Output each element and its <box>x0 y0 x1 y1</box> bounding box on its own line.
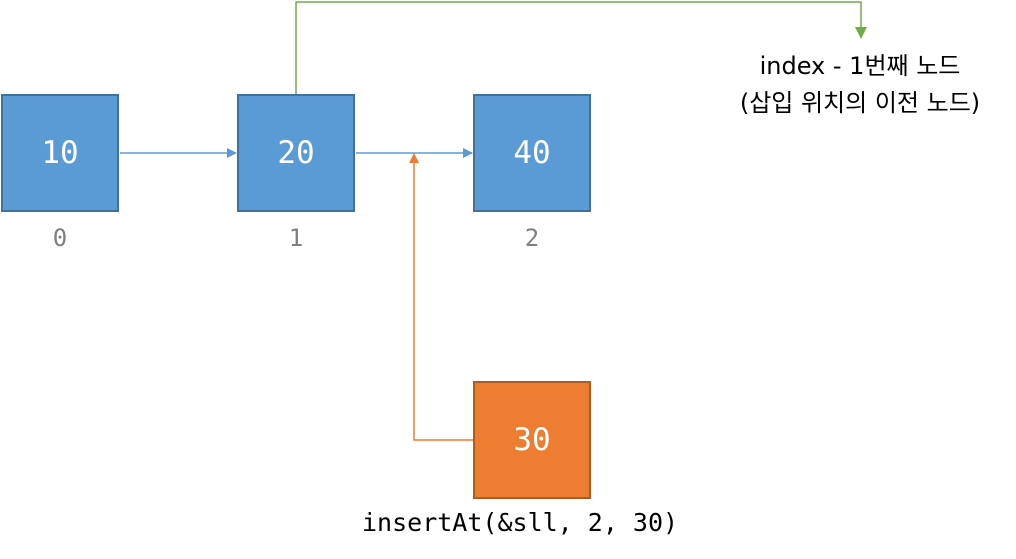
function-call-label: insertAt(&sll, 2, 30) <box>362 508 679 537</box>
list-node-1: 10 <box>1 94 119 212</box>
annotation-arrow <box>295 1 867 94</box>
node-index-label: 1 <box>288 224 304 252</box>
insert-arrow <box>409 153 473 441</box>
annotation-text: index - 1번째 노드 (삽입 위치의 이전 노드) <box>700 48 1016 122</box>
node-index-label: 2 <box>524 224 540 252</box>
list-node-2: 20 <box>237 94 355 212</box>
annotation-line-1: index - 1번째 노드 <box>759 52 961 80</box>
annotation-line-2: (삽입 위치의 이전 노드) <box>739 89 981 117</box>
list-node-3: 40 <box>473 94 591 212</box>
new-node: 30 <box>473 381 591 499</box>
node-index-label: 0 <box>52 224 68 252</box>
